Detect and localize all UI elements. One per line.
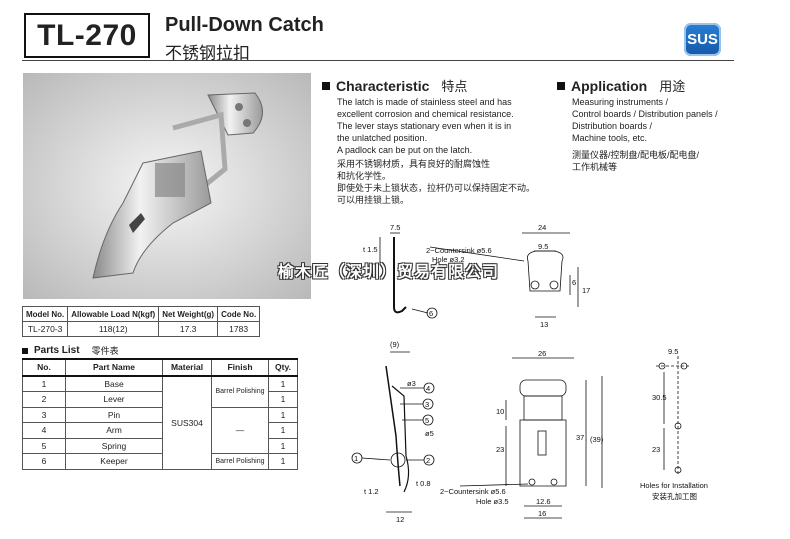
svg-text:30.5: 30.5	[652, 393, 667, 402]
svg-text:2−Countersink ø5.6: 2−Countersink ø5.6	[426, 246, 492, 255]
svg-text:t 1.2: t 1.2	[364, 487, 379, 496]
material-cell: SUS304	[162, 375, 212, 470]
product-title-cn: 不锈钢拉扣	[165, 44, 250, 63]
latch-drawings: (9) ø3 ø5 t 1.2 t 0.8 12 4 3 5 2 1 26 10…	[351, 340, 708, 524]
svg-text:1: 1	[354, 454, 358, 463]
svg-text:t 0.8: t 0.8	[416, 479, 431, 488]
svg-text:Hole ø3.5: Hole ø3.5	[476, 497, 509, 506]
svg-text:(39): (39)	[590, 435, 604, 444]
svg-text:2: 2	[426, 456, 430, 465]
svg-text:23: 23	[652, 445, 660, 454]
svg-text:17: 17	[582, 286, 590, 295]
svg-text:2−Countersink ø5.6: 2−Countersink ø5.6	[440, 487, 506, 496]
svg-text:9.5: 9.5	[538, 242, 548, 251]
spec-table: Model No. Allowable Load N(kgf) Net Weig…	[21, 306, 261, 337]
svg-text:9.5: 9.5	[668, 347, 678, 356]
svg-text:13: 13	[540, 320, 548, 329]
svg-text:37: 37	[576, 433, 584, 442]
application-text: Measuring instruments / Control boards /…	[572, 97, 718, 172]
svg-text:24: 24	[538, 223, 546, 232]
svg-text:(9): (9)	[390, 340, 400, 349]
characteristic-text: The latch is made of stainless steel and…	[337, 97, 536, 205]
svg-text:26: 26	[538, 349, 546, 358]
sus-badge: SUS	[684, 23, 721, 56]
svg-text:16: 16	[538, 509, 546, 518]
svg-text:7.5: 7.5	[390, 223, 400, 232]
svg-text:12: 12	[396, 515, 404, 524]
svg-text:10: 10	[496, 407, 504, 416]
svg-text:Hole ø3.2: Hole ø3.2	[432, 255, 465, 264]
model-number: TL-270	[24, 13, 150, 58]
keeper-drawings: 7.5 t 1.5 6 2−Countersink ø5.6 Hole ø3.2…	[363, 223, 590, 329]
svg-text:6: 6	[572, 278, 576, 287]
header-divider	[22, 60, 734, 61]
svg-text:Holes for Installation: Holes for Installation	[640, 481, 708, 490]
table-row: TL-270-3 118(12) 17.3 1783	[21, 321, 261, 337]
svg-text:t 1.5: t 1.5	[363, 245, 378, 254]
svg-text:ø3: ø3	[407, 379, 416, 388]
svg-text:4: 4	[426, 384, 430, 393]
svg-text:ø5: ø5	[425, 429, 434, 438]
svg-text:23: 23	[496, 445, 504, 454]
svg-text:安装孔加工图: 安装孔加工图	[652, 491, 697, 501]
product-title: Pull-Down Catch	[165, 14, 324, 36]
svg-text:12.6: 12.6	[536, 497, 551, 506]
watermark: 榆木匠（深圳）贸易有限公司	[278, 264, 500, 281]
svg-text:5: 5	[425, 416, 429, 425]
product-photo	[23, 73, 311, 299]
svg-text:6: 6	[429, 309, 433, 318]
svg-text:3: 3	[425, 400, 429, 409]
